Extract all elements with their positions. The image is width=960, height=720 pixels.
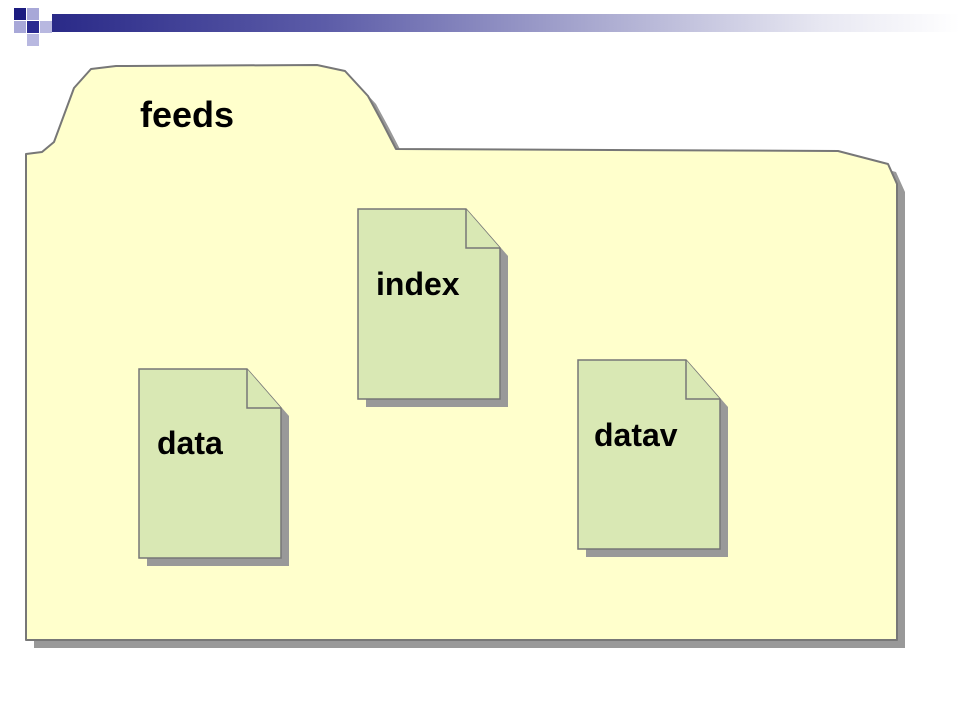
file-datav[interactable]: datav xyxy=(577,359,728,557)
logo-square-light xyxy=(14,21,26,33)
folder-title: feeds xyxy=(140,94,234,135)
logo-square-light xyxy=(27,34,39,46)
header-gradient-bar xyxy=(52,14,960,32)
file-fold xyxy=(685,360,720,400)
file-body xyxy=(577,359,721,550)
file-label: data xyxy=(157,425,223,461)
file-fold xyxy=(465,209,500,249)
file-label: datav xyxy=(594,417,678,453)
file-body xyxy=(357,208,501,400)
logo-square-dark xyxy=(27,21,39,33)
file-data[interactable]: data xyxy=(138,368,289,566)
logo-square-light xyxy=(27,8,39,20)
logo-square-light xyxy=(40,21,52,33)
file-label: index xyxy=(376,266,460,302)
slide-header xyxy=(0,0,960,50)
logo-square-dark xyxy=(14,8,26,20)
file-fold xyxy=(246,369,281,409)
file-body xyxy=(138,368,282,559)
file-index[interactable]: index xyxy=(357,208,508,407)
